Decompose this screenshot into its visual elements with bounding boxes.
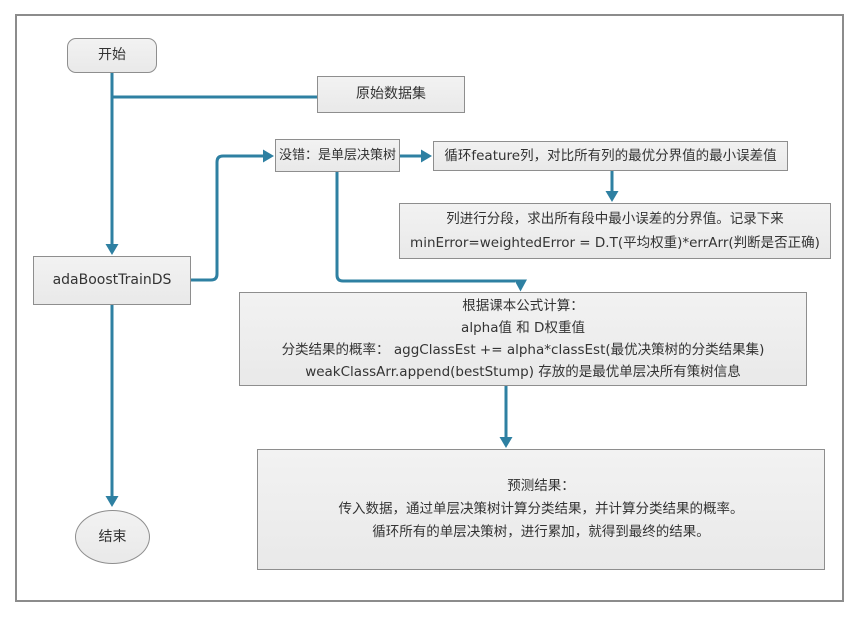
node-loop-features: 循环feature列，对比所有列的最优分界值的最小误差值 <box>433 141 788 171</box>
node-end-label: 结束 <box>98 528 127 545</box>
node-adaboost-train: adaBoostTrainDS <box>33 256 191 305</box>
node-predict-line-2: 传入数据，通过单层决策树计算分类结果，并计算分类结果的概率。 <box>338 501 744 517</box>
node-formula-line-3: 分类结果的概率： aggClassEst += alpha*classEst(最… <box>281 342 765 358</box>
node-original-dataset: 原始数据集 <box>317 76 465 113</box>
node-formula-line-1: 根据课本公式计算： <box>462 298 584 314</box>
node-start: 开始 <box>67 38 157 73</box>
node-segment-line-1: 列进行分段，求出所有段中最小误差的分界值。记录下来 <box>446 211 784 227</box>
diagram-border <box>15 14 844 602</box>
node-segment-min-error: 列进行分段，求出所有段中最小误差的分界值。记录下来 minError=weigh… <box>399 203 831 259</box>
node-stump-check: 没错：是单层决策树 <box>275 139 400 172</box>
node-loop-features-label: 循环feature列，对比所有列的最优分界值的最小误差值 <box>444 147 777 164</box>
node-formula-line-2: alpha值 和 D权重值 <box>461 320 585 336</box>
node-formula-calc: 根据课本公式计算： alpha值 和 D权重值 分类结果的概率： aggClas… <box>239 292 807 386</box>
node-stump-check-label: 没错：是单层决策树 <box>278 147 396 163</box>
node-predict-line-3: 循环所有的单层决策树，进行累加，就得到最终的结果。 <box>372 524 710 540</box>
node-end: 结束 <box>75 510 150 564</box>
node-predict-line-1: 预测结果： <box>507 478 575 494</box>
node-formula-line-4: weakClassArr.append(bestStump) 存放的是最优单层决… <box>305 364 741 380</box>
node-start-label: 开始 <box>98 47 126 63</box>
node-predict-result: 预测结果： 传入数据，通过单层决策树计算分类结果，并计算分类结果的概率。 循环所… <box>257 449 825 570</box>
node-original-dataset-label: 原始数据集 <box>356 86 426 102</box>
node-segment-line-2: minError=weightedError = D.T(平均权重)*errAr… <box>410 235 820 251</box>
node-adaboost-train-label: adaBoostTrainDS <box>52 272 172 288</box>
